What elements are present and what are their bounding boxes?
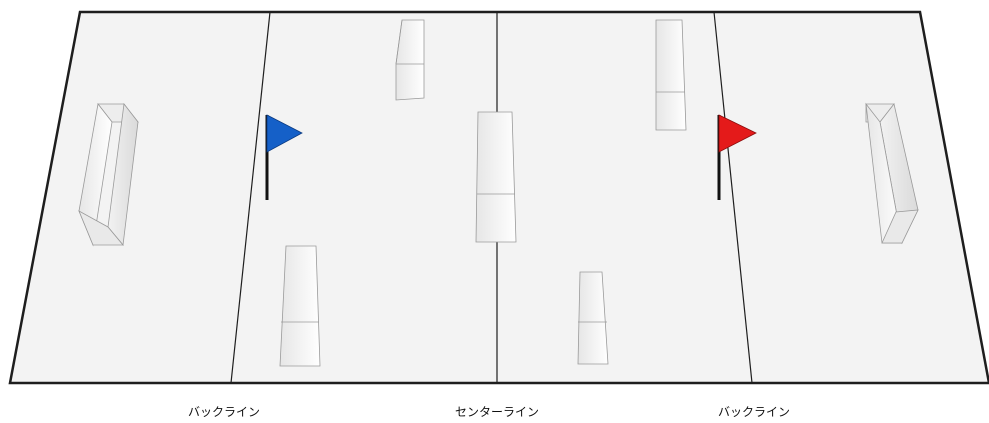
back-line-right: [713, 11, 753, 384]
obstacle-left-end: [78, 102, 139, 247]
red-flag: [717, 114, 757, 200]
center-line-label: センターライン: [454, 405, 540, 419]
obstacle-center: [475, 111, 517, 243]
obstacle-top-left: [395, 19, 425, 101]
obstacle-bottom-right: [577, 271, 609, 365]
obstacle-right-end: [865, 102, 919, 245]
blue-flag: [265, 114, 303, 200]
back-line-right-label: バックライン: [717, 405, 791, 419]
obstacle-top-right: [655, 19, 687, 131]
back-line-left: [230, 11, 271, 384]
obstacle-bottom-left: [279, 245, 321, 367]
back-line-left-label: バックライン: [187, 405, 261, 419]
